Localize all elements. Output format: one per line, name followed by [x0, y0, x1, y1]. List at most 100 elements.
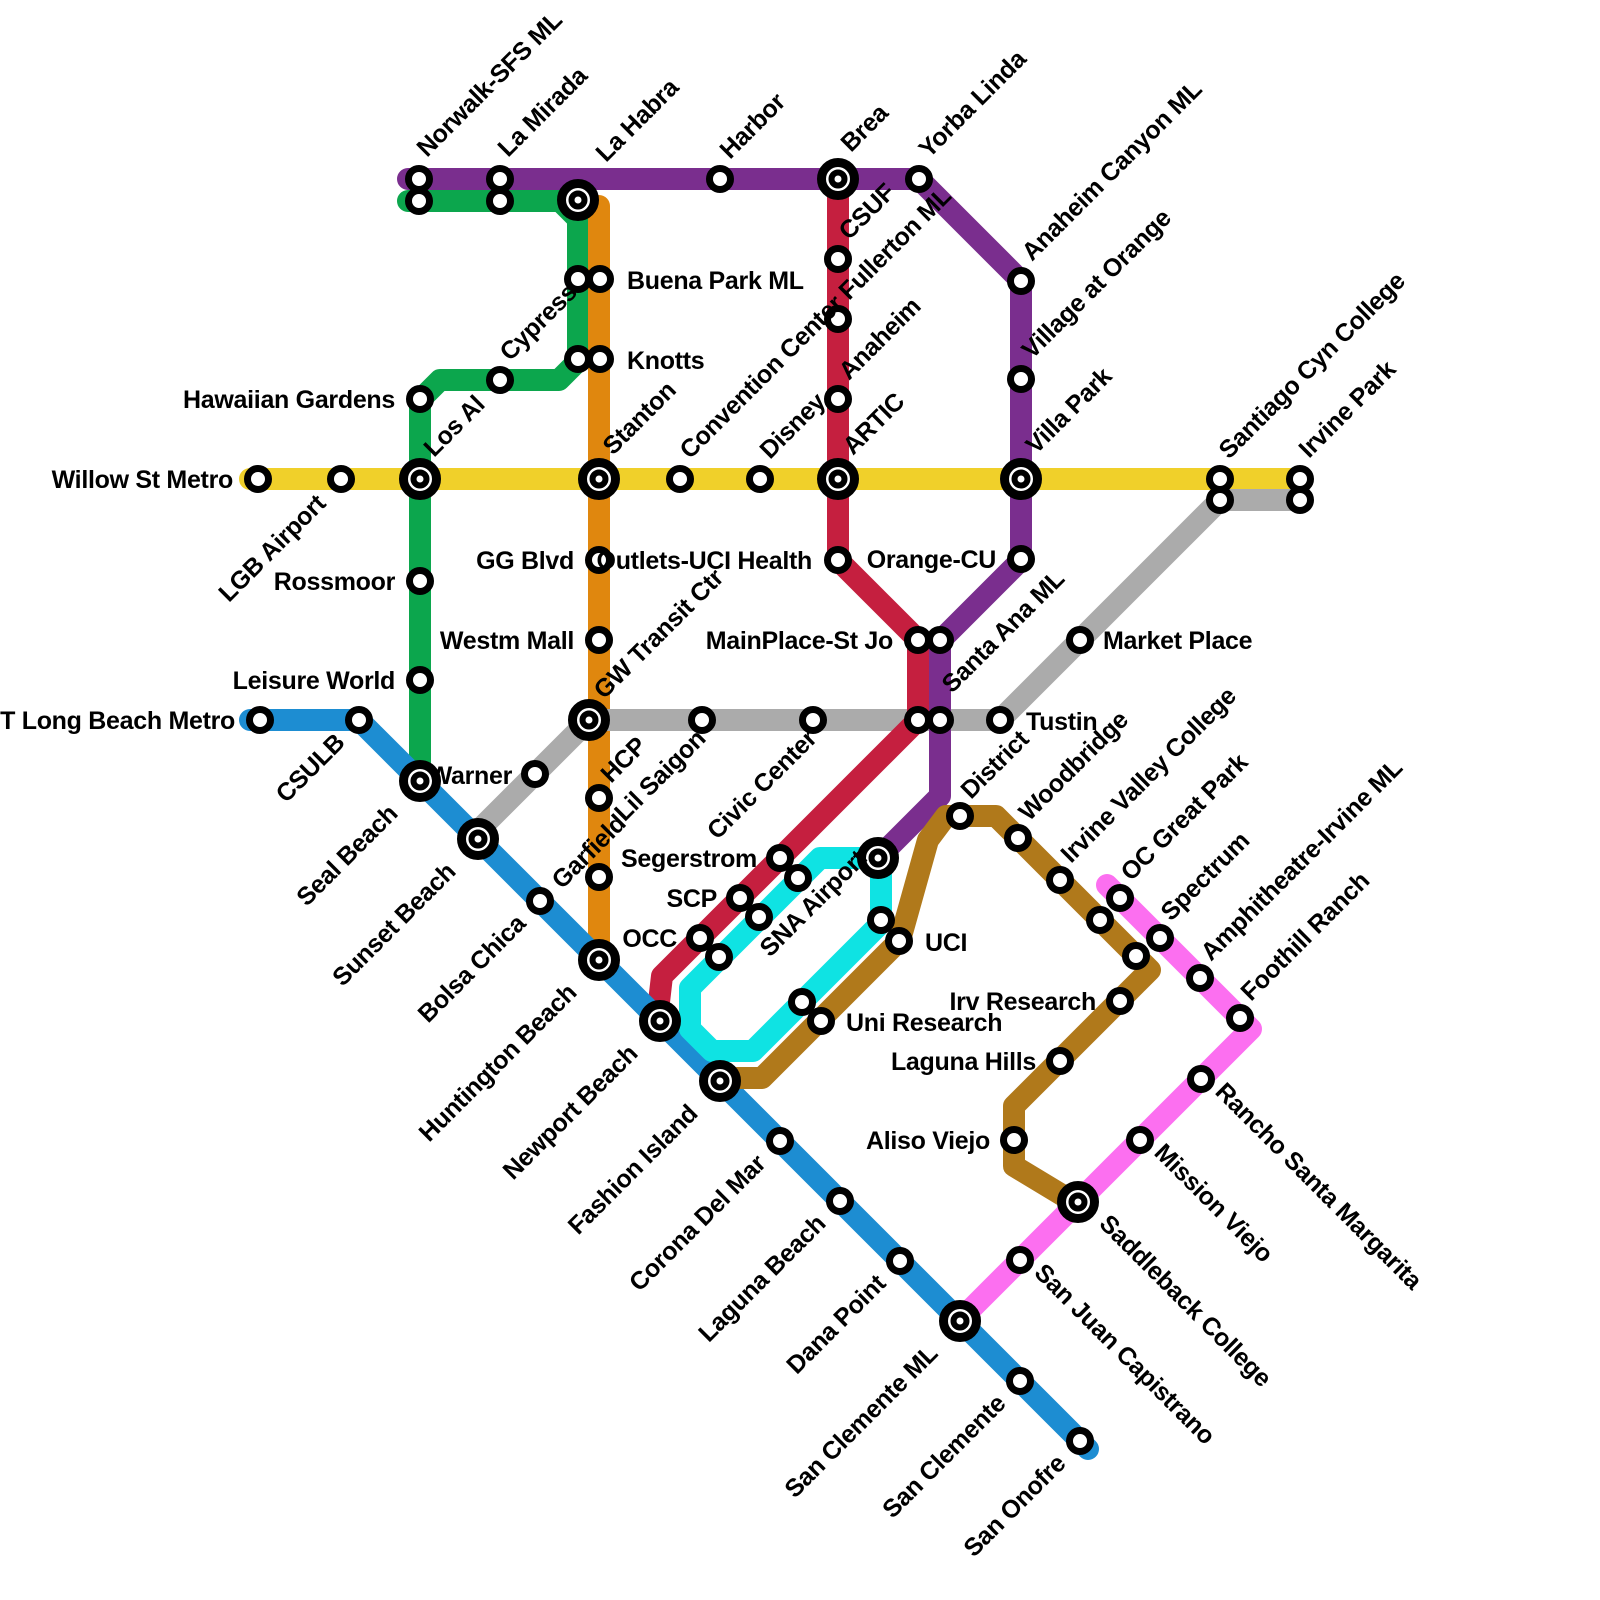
station-marker[interactable]	[521, 760, 549, 788]
station-marker[interactable]	[788, 988, 816, 1016]
station-san-onofre[interactable]	[1066, 1427, 1094, 1455]
station-marker[interactable]	[406, 385, 434, 413]
station-marker[interactable]	[666, 465, 694, 493]
station-santa-ana-ml[interactable]	[904, 706, 954, 734]
station-marker[interactable]	[807, 1007, 835, 1035]
station-marker[interactable]	[1122, 942, 1150, 970]
station-marker[interactable]	[406, 666, 434, 694]
station-marker[interactable]	[904, 706, 932, 734]
station-csulb[interactable]	[345, 706, 373, 734]
station-marker[interactable]	[1004, 824, 1032, 852]
station-spectrum[interactable]	[1122, 924, 1174, 970]
station-woodbridge[interactable]	[1004, 824, 1032, 852]
station-marker[interactable]	[1187, 1065, 1215, 1093]
station-irvine-valley-college[interactable]	[1046, 866, 1074, 894]
station-marker[interactable]	[585, 626, 613, 654]
station-huntington-beach[interactable]	[578, 939, 620, 981]
station-mainplace-st-jo[interactable]	[904, 626, 954, 654]
station-marker[interactable]	[486, 165, 514, 193]
station-marker[interactable]	[688, 706, 716, 734]
station-marker[interactable]	[926, 626, 954, 654]
station-seal-beach[interactable]	[399, 760, 441, 802]
station-csuf[interactable]	[824, 245, 852, 273]
station-marker[interactable]	[1066, 626, 1094, 654]
station-marker[interactable]	[1086, 906, 1114, 934]
station-lgb-airport[interactable]	[327, 465, 355, 493]
station-cypress[interactable]	[486, 366, 514, 394]
station-saddleback-college[interactable]	[1057, 1181, 1099, 1223]
station-marker[interactable]	[824, 546, 852, 574]
station-occ[interactable]	[686, 924, 733, 971]
station-norwalk-sfs-ml[interactable]	[405, 165, 433, 215]
station-sunset-beach[interactable]	[457, 818, 499, 860]
station-laguna-hills[interactable]	[1046, 1047, 1074, 1075]
station-fashion-island[interactable]	[699, 1060, 741, 1102]
station-orange-cu[interactable]	[1007, 545, 1035, 573]
station-dana-point[interactable]	[886, 1247, 914, 1275]
station-lil-saigon[interactable]	[688, 706, 716, 734]
station-marker[interactable]	[824, 305, 852, 333]
station-marker[interactable]	[1226, 1004, 1254, 1032]
station-marker[interactable]	[705, 943, 733, 971]
station-marker[interactable]	[1006, 1246, 1034, 1274]
station-marker[interactable]	[799, 706, 827, 734]
station-rancho-santa-margarita[interactable]	[1187, 1065, 1215, 1093]
station-marker[interactable]	[1286, 486, 1314, 514]
station-irv-research[interactable]	[1106, 987, 1134, 1015]
station-villa-park[interactable]	[1000, 458, 1042, 500]
station-willow-st-metro[interactable]	[244, 465, 272, 493]
station-anaheim[interactable]	[824, 385, 852, 413]
station-market-place[interactable]	[1066, 626, 1094, 654]
station-marker[interactable]	[686, 924, 714, 952]
station-marker[interactable]	[885, 927, 913, 955]
station-hawaiian-gardens[interactable]	[406, 385, 434, 413]
station-marker[interactable]	[766, 1127, 794, 1155]
station-stanton[interactable]	[578, 458, 620, 500]
station-scp[interactable]	[726, 884, 773, 931]
station-marker[interactable]	[706, 165, 734, 193]
station-bolsa-chica[interactable]	[526, 887, 554, 915]
station-marker[interactable]	[1146, 924, 1174, 952]
station-dt-long-beach-metro[interactable]	[246, 706, 274, 734]
station-segerstrom[interactable]	[766, 844, 812, 892]
station-marker[interactable]	[405, 165, 433, 193]
station-anaheim-canyon-ml[interactable]	[1007, 267, 1035, 295]
station-outlets-uci-health[interactable]	[824, 546, 852, 574]
station-yorba-linda[interactable]	[905, 165, 933, 193]
station-gg-blvd[interactable]	[585, 546, 613, 574]
station-marker[interactable]	[1206, 486, 1234, 514]
station-marker[interactable]	[905, 165, 933, 193]
station-marker[interactable]	[586, 265, 614, 293]
station-marker[interactable]	[886, 1247, 914, 1275]
station-marker[interactable]	[585, 863, 613, 891]
station-santiago-cyn-college[interactable]	[1206, 465, 1234, 514]
station-gw-transit-ctr[interactable]	[568, 699, 610, 741]
station-mission-viejo[interactable]	[1126, 1126, 1154, 1154]
station-marker[interactable]	[586, 345, 614, 373]
station-marker[interactable]	[1046, 866, 1074, 894]
station-san-clemente-ml[interactable]	[939, 1300, 981, 1342]
station-marker[interactable]	[1006, 1367, 1034, 1395]
station-marker[interactable]	[946, 802, 974, 830]
station-aliso-viejo[interactable]	[1000, 1126, 1028, 1154]
station-disney[interactable]	[746, 465, 774, 493]
station-irvine-park[interactable]	[1286, 465, 1314, 514]
station-los-al[interactable]	[399, 458, 441, 500]
station-marker[interactable]	[1106, 884, 1134, 912]
station-uni-research[interactable]	[788, 988, 835, 1035]
station-marker[interactable]	[585, 784, 613, 812]
station-brea[interactable]	[817, 158, 859, 200]
station-village-at-orange[interactable]	[1007, 365, 1035, 393]
station-sna-airport[interactable]	[857, 837, 899, 879]
station-westm-mall[interactable]	[585, 626, 613, 654]
station-marker[interactable]	[986, 706, 1014, 734]
station-marker[interactable]	[1007, 545, 1035, 573]
station-foothill-ranch[interactable]	[1226, 1004, 1254, 1032]
station-newport-beach[interactable]	[639, 1000, 681, 1042]
station-marker[interactable]	[726, 884, 754, 912]
station-oc-great-park[interactable]	[1086, 884, 1134, 934]
station-marker[interactable]	[486, 187, 514, 215]
station-rossmoor[interactable]	[406, 567, 434, 595]
station-marker[interactable]	[327, 465, 355, 493]
station-hcp[interactable]	[585, 784, 613, 812]
